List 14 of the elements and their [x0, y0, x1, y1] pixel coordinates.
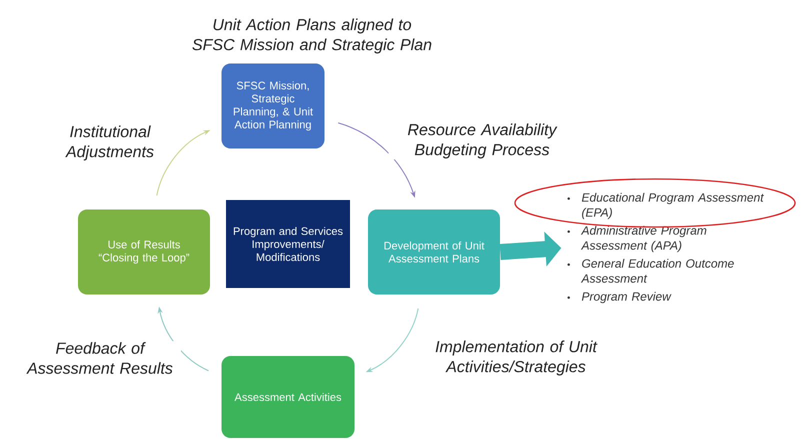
edge-label: Resource Availability Budgeting Process [408, 124, 558, 158]
process-box: SFSC Mission, Strategic Planning, & Unit Action Planning [222, 64, 324, 148]
process-box: Program and Services Improvements/ Modifications [226, 200, 350, 288]
bullet-item: General Education Outcome Assessment [580, 258, 734, 283]
bullet-item: Educational Program Assessment (EPA) [582, 192, 764, 220]
edge-label: Institutional Adjustments [65, 126, 154, 160]
edge-label: Implementation of Unit Activities/Strategies [436, 340, 598, 376]
process-box: Assessment Activities [222, 356, 354, 438]
heading-text: Unit Action Plans aligned to SFSC Mission and Strategic Plan [192, 18, 432, 54]
process-box: Development of Unit Assessment Plans [368, 210, 500, 294]
bullet-item: Program Review [582, 292, 672, 304]
process-box: Use of Results “Closing the Loop” [78, 210, 210, 294]
edge-label: Feedback of Assessment Results [26, 342, 173, 374]
bullet-item: Administrative Program Assessment (APA) [580, 226, 706, 252]
